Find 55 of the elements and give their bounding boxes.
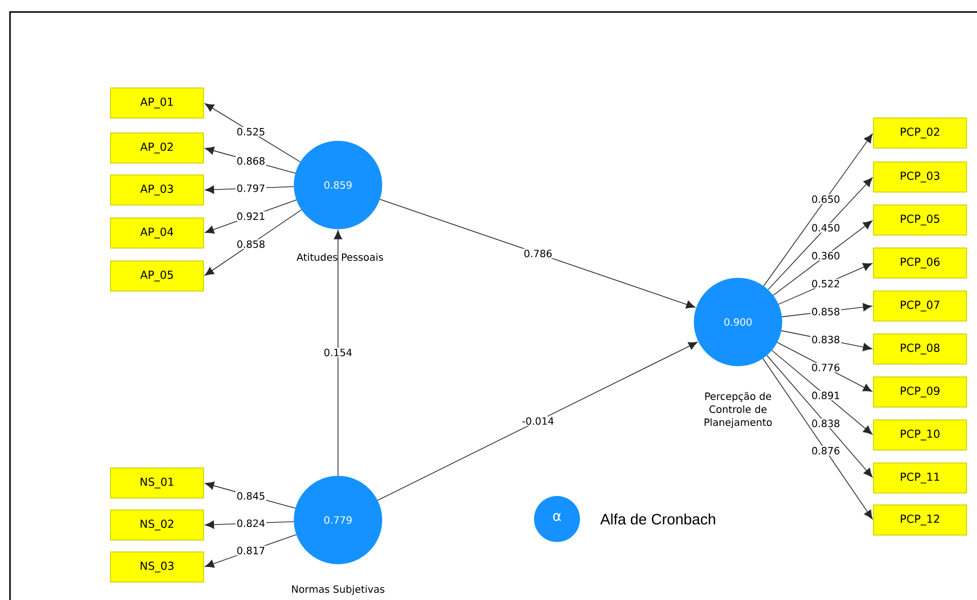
indicator-box: AP_04 (110, 218, 204, 248)
arrow (762, 358, 873, 520)
edge-label: 0.876 (810, 446, 842, 456)
edge-label: 0.786 (522, 248, 554, 258)
edge-label: 0.824 (236, 518, 266, 528)
indicator-box: PCP_03 (873, 162, 967, 192)
indicator-box: PCP_07 (873, 290, 967, 322)
indicator-box: AP_03 (110, 174, 204, 206)
indicator-box: PCP_06 (873, 248, 967, 278)
indicator-box: AP_01 (110, 88, 204, 118)
construct-name: Atitudes Pessoais (296, 253, 384, 261)
arrow (772, 350, 872, 435)
indicator-box: PCP_09 (873, 376, 967, 408)
indicator-box: PCP_12 (873, 504, 967, 536)
edge-label: 0.650 (810, 194, 842, 204)
edge-label: 0.845 (236, 491, 266, 501)
arrow (763, 134, 873, 286)
indicator-box: PCP_10 (873, 420, 967, 450)
legend-text: Alfa de Cronbach (600, 514, 716, 524)
edge-label: 0.522 (810, 278, 842, 288)
arrow (334, 230, 342, 476)
arrow (768, 178, 872, 290)
indicator-box: PCP_08 (873, 334, 967, 364)
indicator-box: PCP_02 (873, 118, 967, 148)
edge-label: 0.797 (236, 183, 266, 194)
edge-label: 0.817 (236, 546, 266, 556)
edge-label: 0.360 (810, 250, 842, 260)
edge-label: 0.450 (810, 222, 842, 233)
arrow (204, 209, 302, 276)
edge-label: 0.525 (236, 126, 266, 136)
indicator-box: NS_02 (110, 510, 204, 540)
indicator-box: NS_03 (110, 552, 204, 582)
indicator-box: PCP_11 (873, 462, 967, 494)
edge-label: -0.014 (520, 416, 556, 426)
indicator-box: NS_01 (110, 468, 204, 498)
indicator-box: PCP_05 (873, 204, 967, 236)
construct-name: Normas Subjetivas (292, 585, 384, 595)
arrow (772, 220, 872, 296)
arrow (379, 198, 696, 308)
edge-label: 0.154 (322, 348, 354, 358)
edge-label: 0.858 (810, 306, 842, 316)
edge-label: 0.776 (810, 362, 842, 372)
indicator-box: AP_05 (110, 260, 204, 292)
arrow (766, 355, 872, 478)
edge-label: 0.838 (810, 334, 842, 344)
arrow (204, 103, 301, 162)
alpha-symbol: α (553, 513, 561, 521)
edge-label: 0.838 (810, 418, 842, 428)
edge-label: 0.921 (236, 211, 266, 221)
construct-name: Percepção de Controle de Planejamento (704, 392, 772, 428)
arrow (377, 342, 698, 501)
indicator-box: AP_02 (110, 132, 204, 164)
edge-label: 0.858 (236, 239, 266, 249)
edge-label: 0.891 (810, 390, 842, 400)
edge-label: 0.868 (236, 156, 266, 166)
